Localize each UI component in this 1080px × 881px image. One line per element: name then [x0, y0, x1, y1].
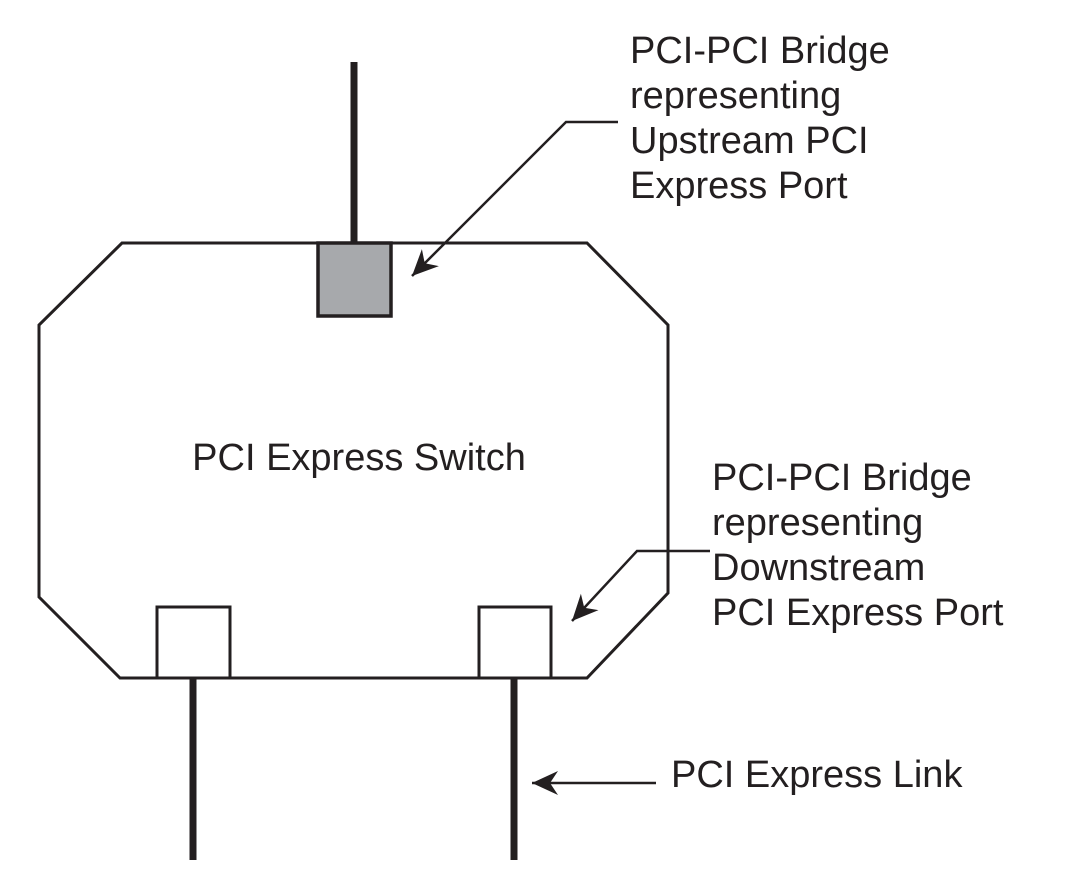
- switch-octagon: [37, 241, 670, 680]
- switch-label: PCI Express Switch: [192, 437, 526, 479]
- downstream-bridge-box-right: [477, 605, 553, 680]
- upstream-bridge-note: PCI-PCI Bridge representing Upstream PCI…: [630, 30, 890, 207]
- downstream-bridge-note: PCI-PCI Bridge representing Downstream P…: [712, 457, 1004, 634]
- downstream-note-arrow: [571, 549, 710, 622]
- upstream-note-arrow: [411, 120, 618, 277]
- upstream-bridge-box: [316, 241, 393, 318]
- link-label: PCI Express Link: [671, 754, 963, 796]
- downstream-bridge-box-left: [155, 605, 232, 680]
